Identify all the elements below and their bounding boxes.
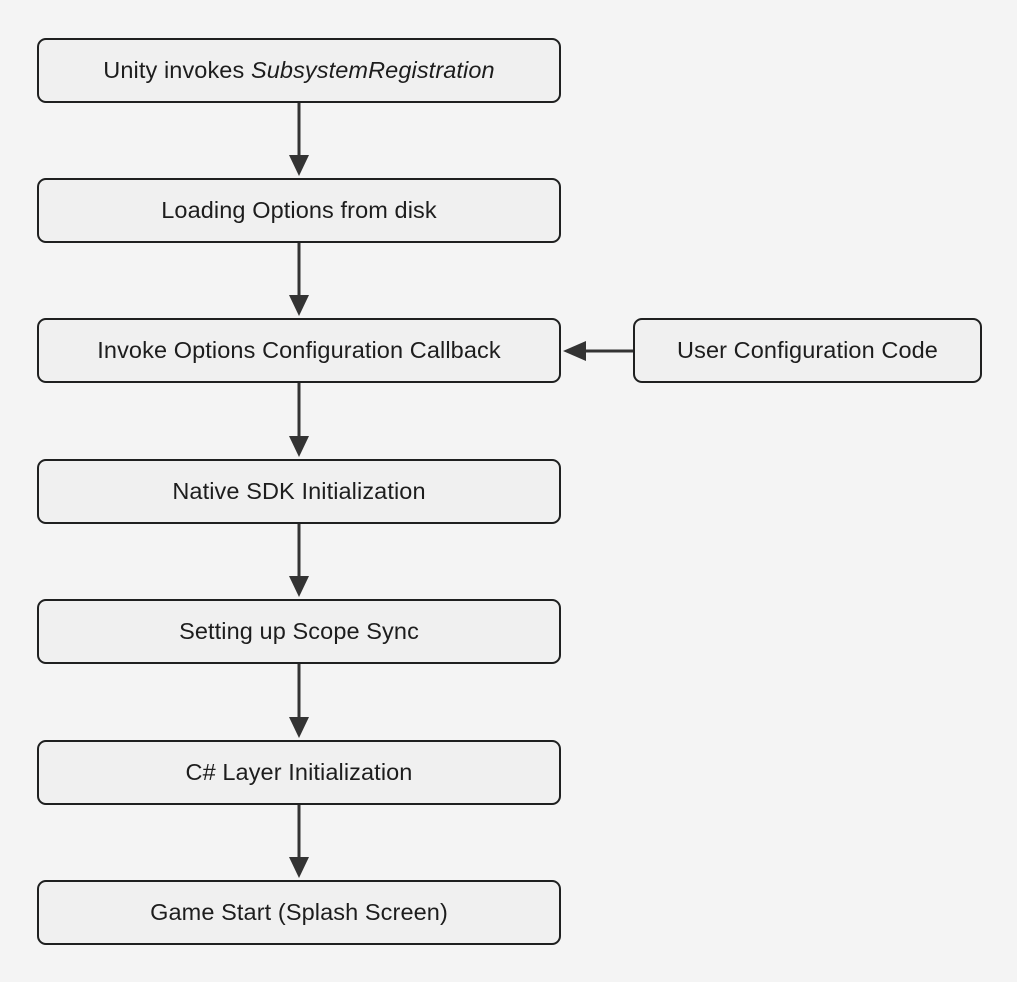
node-label-invoke-options-callback: Invoke Options Configuration Callback [97,336,501,363]
edge-csharp-layer-init-to-game-start [289,805,309,878]
edge-scope-sync-to-csharp-layer-init [289,664,309,738]
node-label-native-sdk-init: Native SDK Initialization [172,477,426,504]
node-label-subsystem-registration: Unity invokes SubsystemRegistration [103,56,495,83]
node-label-loading-options: Loading Options from disk [161,196,437,223]
node-user-configuration-code[interactable]: User Configuration Code [633,318,982,383]
node-label-user-configuration-code: User Configuration Code [677,336,938,363]
node-label-csharp-layer-init: C# Layer Initialization [185,758,413,785]
edge-subsystem-registration-to-loading-options [289,103,309,176]
node-csharp-layer-init[interactable]: C# Layer Initialization [37,740,561,805]
edge-user-configuration-code-to-invoke-options-callback [563,341,633,361]
node-label-game-start: Game Start (Splash Screen) [150,898,448,925]
node-subsystem-registration[interactable]: Unity invokes SubsystemRegistration [37,38,561,103]
node-loading-options[interactable]: Loading Options from disk [37,178,561,243]
node-label-emphasis: SubsystemRegistration [250,56,495,83]
node-game-start[interactable]: Game Start (Splash Screen) [37,880,561,945]
node-invoke-options-callback[interactable]: Invoke Options Configuration Callback [37,318,561,383]
edge-invoke-options-callback-to-native-sdk-init [289,383,309,457]
node-label-scope-sync: Setting up Scope Sync [179,617,419,644]
node-scope-sync[interactable]: Setting up Scope Sync [37,599,561,664]
node-label-prefix: Unity invokes [103,56,251,83]
node-native-sdk-init[interactable]: Native SDK Initialization [37,459,561,524]
edge-loading-options-to-invoke-options-callback [289,243,309,316]
edge-native-sdk-init-to-scope-sync [289,524,309,597]
